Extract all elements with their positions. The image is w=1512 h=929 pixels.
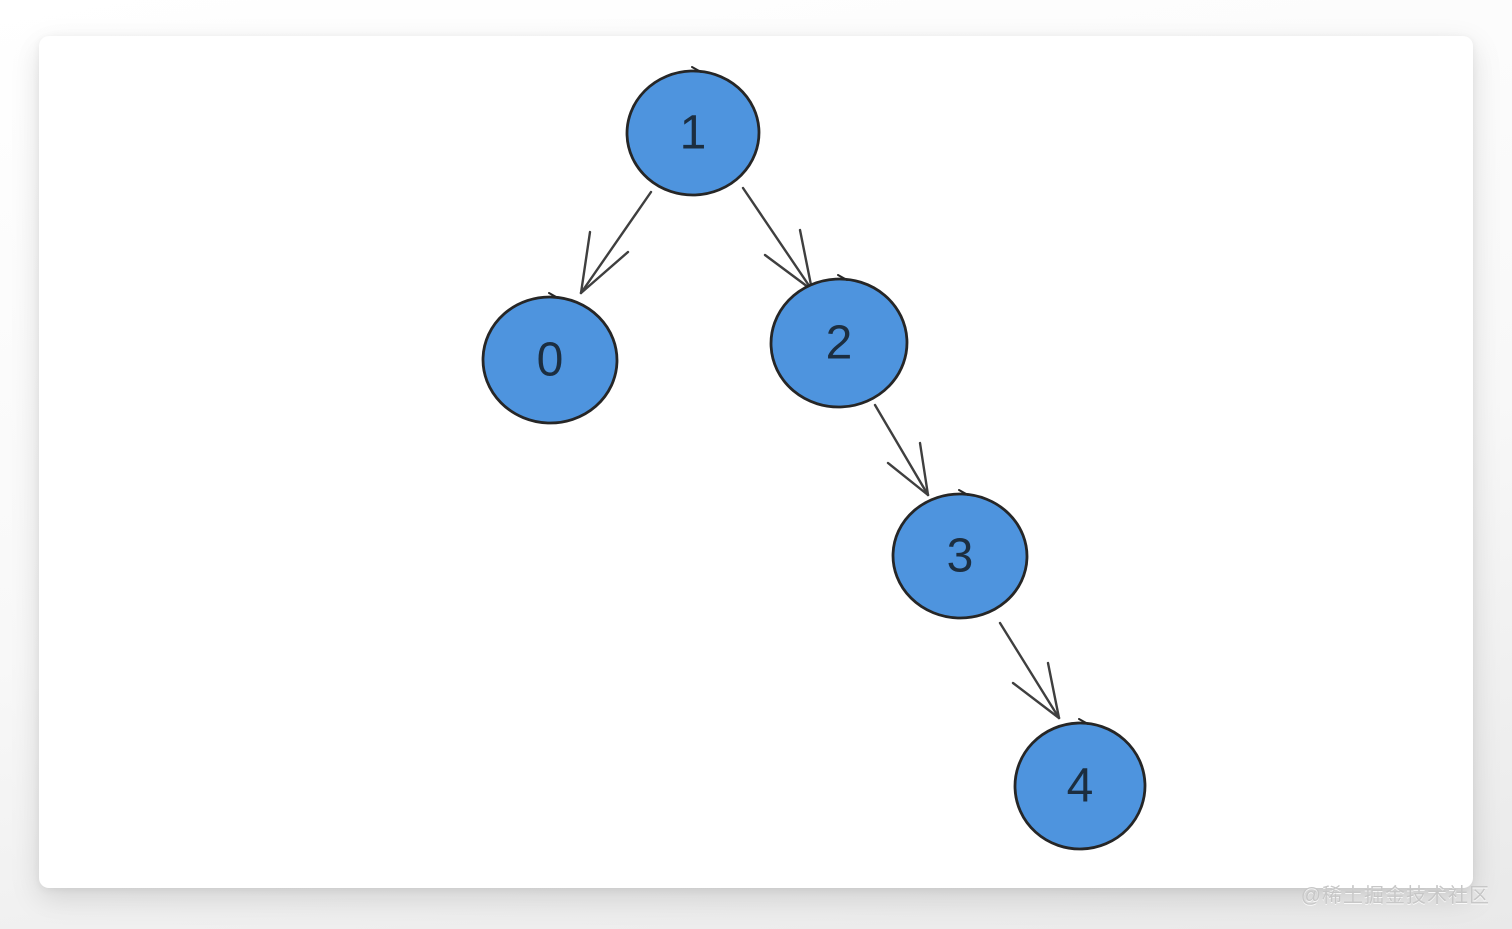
edge-3-4: [998, 621, 1061, 720]
pen-notch: [691, 66, 702, 73]
tree-canvas: 1 0 2 3 4: [481, 66, 1147, 851]
arrowhead-barb: [579, 250, 630, 295]
arrowhead-barb: [763, 253, 814, 292]
node-label: 4: [1067, 760, 1094, 813]
arrowhead-barb: [886, 461, 930, 497]
node-circle: [481, 295, 619, 425]
node-circle: [1013, 721, 1147, 851]
node-circle: [769, 277, 909, 409]
arrowhead-barb: [918, 441, 930, 497]
edge-1-2: [741, 186, 814, 292]
arrowhead-barb: [579, 230, 592, 295]
node-label: 3: [947, 530, 974, 583]
edge-shaft: [579, 190, 653, 295]
node-circle: [625, 69, 761, 197]
tree-node-4: 4: [1013, 718, 1147, 851]
tree-node-1: 1: [625, 66, 761, 197]
node-label: 0: [537, 334, 564, 387]
arrowhead-barb: [1011, 681, 1061, 720]
pen-notch: [958, 489, 969, 496]
node-label: 1: [680, 107, 707, 160]
edge-shaft: [873, 403, 930, 497]
arrowhead-barb: [1046, 661, 1061, 720]
edge-1-0: [579, 190, 653, 295]
tree-node-0: 0: [481, 292, 619, 425]
node-label: 2: [826, 317, 853, 370]
pen-notch: [1078, 718, 1089, 725]
tree-node-3: 3: [891, 489, 1029, 620]
pen-notch: [837, 274, 848, 281]
edge-2-3: [873, 403, 930, 497]
edge-shaft: [998, 621, 1061, 720]
arrowhead-barb: [798, 228, 814, 292]
edge-shaft: [741, 186, 814, 292]
diagram-card: 1 0 2 3 4: [39, 36, 1473, 888]
node-circle: [891, 492, 1029, 620]
pen-notch: [548, 292, 559, 299]
tree-node-2: 2: [769, 274, 909, 409]
